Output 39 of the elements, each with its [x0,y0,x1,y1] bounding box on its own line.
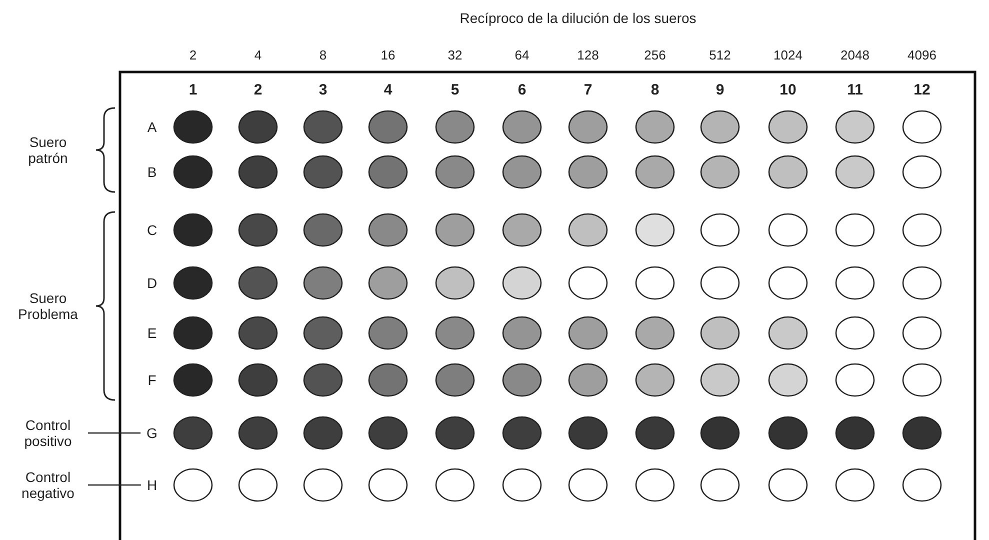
column-number: 7 [584,82,592,98]
column-number: 5 [450,82,460,98]
dilution-label: 4 [254,48,262,62]
side-label: Control negativo [10,469,86,501]
dilution-label: 1024 [774,48,802,62]
dilution-label: 128 [577,48,599,62]
group-label: Suero Problema [17,290,79,322]
dilution-label: 512 [709,48,731,62]
dilution-label: 2048 [840,48,870,62]
row-letter: F [148,372,156,388]
column-number: 6 [518,82,526,98]
column-number: 2 [254,82,262,98]
column-number: 11 [847,82,863,98]
row-letter: D [146,275,158,291]
row-letter: C [146,222,158,238]
dilution-label: 16 [380,48,396,62]
column-number: 10 [780,82,796,98]
dilution-label: 256 [644,48,666,62]
row-letter: G [146,425,158,441]
leader-line [88,432,141,434]
column-number: 9 [716,82,724,98]
dilution-label: 4096 [908,48,936,62]
side-label: Control positivo [10,417,86,449]
row-letter: E [147,325,157,341]
axis-title: Recíproco de la dilución de los sueros [460,10,696,26]
column-number: 12 [914,82,930,98]
leader-line [88,484,141,486]
group-label: Suero patrón [27,134,69,166]
dilution-label: 8 [319,48,327,62]
dilution-label: 64 [514,48,530,62]
row-letter: H [146,477,158,493]
dilution-label: 32 [448,48,462,62]
row-letter: B [147,164,157,180]
row-letter: A [147,119,157,135]
column-number: 8 [650,82,660,98]
column-number: 4 [384,82,392,98]
dilution-label: 2 [189,48,197,62]
column-number: 3 [318,82,328,98]
column-number: 1 [188,82,198,98]
